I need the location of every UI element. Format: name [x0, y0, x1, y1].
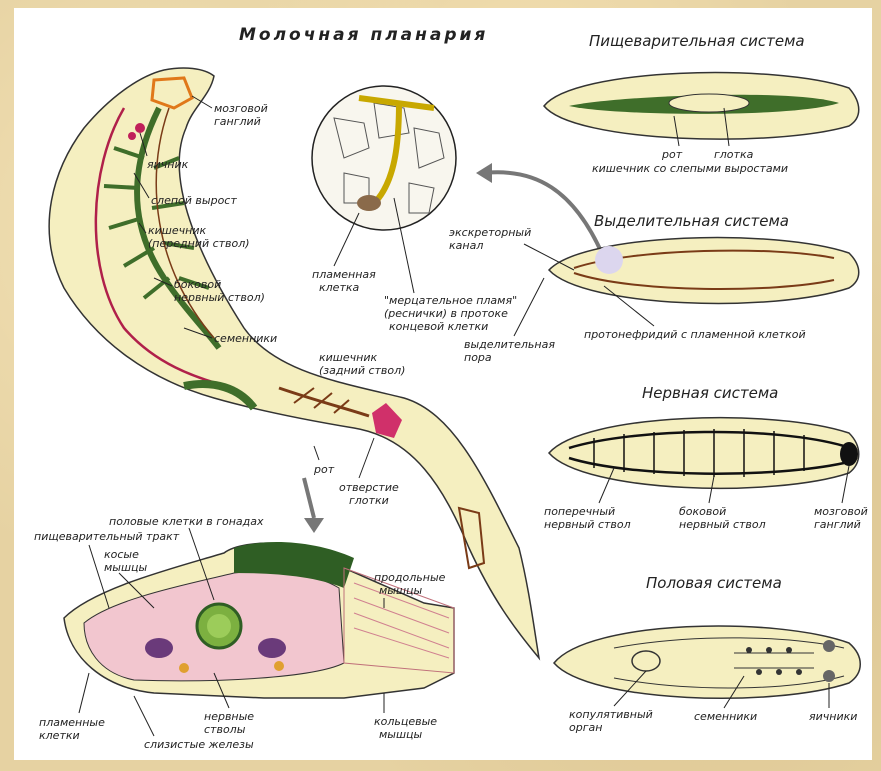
- cs-label-nerve-trunks-2: стволы: [204, 723, 246, 736]
- excretory-system: Выделительная система экскреторный канал…: [449, 212, 859, 364]
- cs-label-flame-cells-2: клетки: [39, 729, 80, 742]
- cs-label-oblique-2: мышцы: [104, 561, 148, 574]
- cs-label-longitudinal-2: мышцы: [379, 584, 423, 597]
- nerv-label-transverse-1: поперечный: [544, 505, 615, 518]
- reproductive-title: Половая система: [646, 574, 782, 592]
- label-flicker-3: концевой клетки: [389, 320, 488, 333]
- cs-label-mucous-glands: слизистые железы: [144, 738, 254, 751]
- cs-label-gonad-cells: половые клетки в гонадах: [109, 515, 264, 528]
- excretory-title: Выделительная система: [594, 212, 789, 230]
- dig-label-mouth: рот: [661, 148, 683, 161]
- label-mouth: рот: [313, 463, 335, 476]
- rep-label-ovaries: яичники: [809, 710, 857, 723]
- nerv-label-ganglion-2: ганглий: [814, 518, 861, 531]
- label-testes: семенники: [214, 332, 277, 345]
- nerv-label-lateral-2: нервный ствол: [679, 518, 766, 531]
- cs-label-digestive-tract: пищеварительный тракт: [34, 530, 180, 543]
- label-pharynx-opening-2: глотки: [349, 494, 389, 507]
- rep-label-copulatory-2: орган: [569, 721, 602, 734]
- exc-label-pore-1: выделительная: [464, 338, 555, 351]
- cs-label-ring-2: мышцы: [379, 728, 423, 741]
- label-pharynx-opening-1: отверстие: [339, 481, 399, 494]
- label-intestine-back-2: (задний ствол): [319, 364, 405, 377]
- cs-label-longitudinal-1: продольные: [374, 571, 446, 584]
- exc-label-protonephridium: протонефридий с пламенной клеткой: [584, 328, 806, 341]
- cs-label-oblique-1: косые: [104, 548, 139, 561]
- exc-label-canal-1: экскреторный: [449, 226, 531, 239]
- exc-label-canal-2: канал: [449, 239, 483, 252]
- label-flame-cell-2: клетка: [319, 281, 359, 294]
- cs-label-nerve-trunks-1: нервные: [204, 710, 254, 723]
- label-lateral-nerve-1: боковой: [174, 278, 221, 291]
- digestive-title: Пищеварительная система: [589, 32, 805, 50]
- label-brain-ganglion-2: ганглий: [214, 115, 261, 128]
- label-ovary: яичник: [147, 158, 189, 171]
- dig-label-pharynx: глотка: [714, 148, 754, 161]
- label-intestine-front-2: (передний ствол): [148, 237, 250, 250]
- label-intestine-front-1: кишечник: [148, 224, 206, 237]
- diagram-panel: Молочная планария мозговой ганглий яични…: [14, 8, 872, 760]
- label-flame-cell-1: пламенная: [312, 268, 376, 281]
- cs-label-flame-cells-1: пламенные: [39, 716, 105, 729]
- exc-label-pore-2: пора: [464, 351, 492, 364]
- nerv-label-transverse-2: нервный ствол: [544, 518, 631, 531]
- label-lateral-nerve-2: нервный ствол): [174, 291, 265, 304]
- reproductive-system: Половая система копулятивный орган семен…: [554, 574, 860, 734]
- label-brain-ganglion-1: мозговой: [214, 102, 268, 115]
- dig-label-intestine: кишечник со слепыми выростами: [592, 162, 788, 175]
- main-title: Молочная планария: [239, 25, 488, 45]
- nervous-title: Нервная система: [642, 384, 778, 402]
- ovary-shape: [135, 123, 145, 133]
- rep-label-testes: семенники: [694, 710, 757, 723]
- nerv-label-lateral-1: боковой: [679, 505, 726, 518]
- rep-label-copulatory-1: копулятивный: [569, 708, 653, 721]
- label-intestine-back-1: кишечник: [319, 351, 377, 364]
- cs-label-ring-1: кольцевые: [374, 715, 437, 728]
- nervous-system: Нервная система поперечный нервный ствол…: [544, 384, 868, 531]
- label-flicker-1: "мерцательное пламя": [384, 294, 517, 307]
- zoom-circle: пламенная клетка "мерцательное пламя" (р…: [312, 86, 604, 333]
- digestive-system: Пищеварительная система рот глотка кишеч…: [544, 32, 859, 175]
- label-flicker-2: (реснички) в протоке: [384, 307, 508, 320]
- nerv-label-ganglion-1: мозговой: [814, 505, 868, 518]
- label-blind-outgrowth: слепой вырост: [151, 194, 237, 207]
- diagram-svg: Молочная планария мозговой ганглий яични…: [14, 8, 872, 760]
